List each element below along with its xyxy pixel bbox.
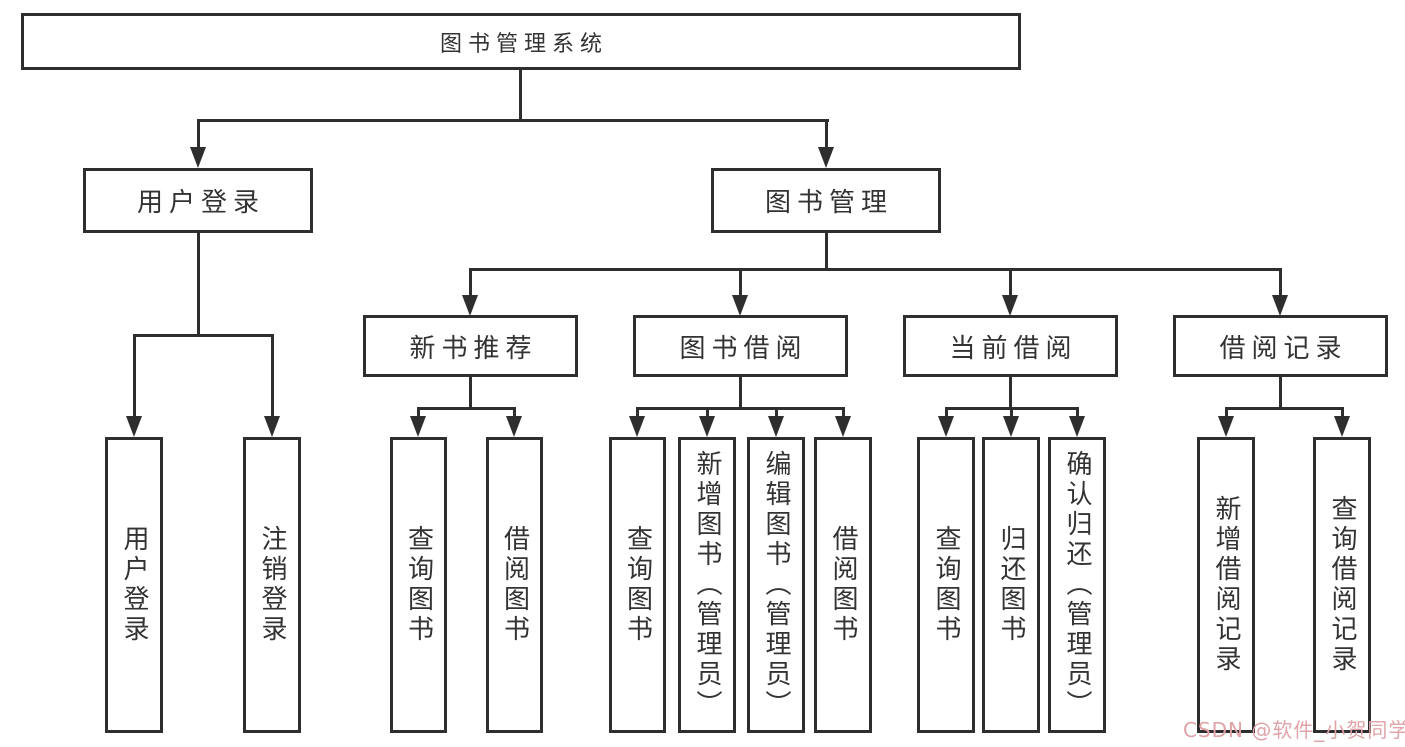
node-user-login: 用户登录 <box>83 168 313 233</box>
node-root-label: 图书管理系统 <box>439 31 608 57</box>
connector-stem <box>739 377 742 409</box>
connector-arm <box>469 268 472 297</box>
node-book-mgmt: 图书管理 <box>711 168 941 233</box>
leaf-logout-label: 注销登录 <box>257 525 287 645</box>
leaf-edit-book-admin-label: 编辑图书（管理员） <box>761 450 791 720</box>
csdn-watermark: CSDN @软件_小贺同学 <box>1183 718 1405 742</box>
connector-stem <box>1279 377 1282 409</box>
connector-arm <box>636 407 639 418</box>
leaf-confirm-return-admin: 确认归还（管理员） <box>1048 437 1106 733</box>
node-new-book-rec: 新书推荐 <box>363 315 578 377</box>
connector-user-bar <box>133 334 274 337</box>
connector-arm <box>197 119 200 150</box>
arrow-head <box>1003 416 1019 437</box>
connector-arm <box>1010 407 1013 418</box>
leaf-user-login-label: 用户登录 <box>119 525 149 645</box>
leaf-query-books-borrow-label: 查询图书 <box>622 525 653 645</box>
node-book-borrow-label: 图书借阅 <box>679 333 808 364</box>
node-book-mgmt-label: 图书管理 <box>764 188 893 218</box>
leaf-return-books: 归还图书 <box>982 437 1040 733</box>
leaf-add-book-admin-label: 新增图书（管理员） <box>692 450 722 720</box>
node-new-book-rec-label: 新书推荐 <box>409 333 538 364</box>
leaf-add-borrow-record: 新增借阅记录 <box>1197 437 1255 733</box>
arrow-head <box>264 416 280 437</box>
connector-bar <box>417 407 516 410</box>
leaf-logout: 注销登录 <box>243 437 301 733</box>
arrow-head <box>126 416 142 437</box>
connector-arm <box>825 119 828 150</box>
arrow-head <box>1002 295 1018 316</box>
node-book-borrow: 图书借阅 <box>633 315 848 377</box>
leaf-borrow-books-rec-label: 借阅图书 <box>499 525 530 645</box>
leaf-confirm-return-admin-label: 确认归还（管理员） <box>1062 450 1092 720</box>
connector-mgmt-bar <box>469 268 1282 271</box>
arrow-head <box>835 416 851 437</box>
arrow-head <box>1334 416 1350 437</box>
connector-arm <box>706 407 709 418</box>
arrow-head <box>818 147 834 168</box>
node-borrow-records: 借阅记录 <box>1173 315 1388 377</box>
leaf-query-books-current: 查询图书 <box>917 437 975 733</box>
connector-root-bar <box>197 119 829 122</box>
connector-arm <box>1225 407 1228 418</box>
connector-arm <box>945 407 948 418</box>
arrow-head <box>1272 295 1288 316</box>
leaf-query-borrow-record: 查询借阅记录 <box>1313 437 1371 733</box>
connector-stem <box>1009 377 1012 409</box>
connector-arm <box>1341 407 1344 418</box>
leaf-query-borrow-record-label: 查询借阅记录 <box>1327 495 1357 675</box>
connector-arm <box>1076 407 1079 418</box>
connector-user-stem <box>197 233 200 337</box>
leaf-borrow-books-label: 借阅图书 <box>828 525 858 645</box>
connector-arm <box>417 407 420 418</box>
arrow-head <box>1069 416 1085 437</box>
leaf-add-book-admin: 新增图书（管理员） <box>678 437 736 733</box>
node-user-login-label: 用户登录 <box>136 188 265 218</box>
node-current-borrow: 当前借阅 <box>903 315 1118 377</box>
arrow-head <box>462 295 478 316</box>
arrow-head <box>190 147 206 168</box>
node-root: 图书管理系统 <box>21 13 1021 70</box>
connector-arm <box>1009 268 1012 297</box>
arrow-head <box>938 416 954 437</box>
connector-root-stem <box>519 69 522 120</box>
arrow-head <box>699 416 715 437</box>
arrow-head <box>629 416 645 437</box>
leaf-borrow-books-rec: 借阅图书 <box>486 437 543 733</box>
leaf-query-books-current-label: 查询图书 <box>931 525 961 645</box>
leaf-user-login: 用户登录 <box>105 437 163 733</box>
leaf-edit-book-admin: 编辑图书（管理员） <box>747 437 805 733</box>
connector-mgmt-stem <box>825 233 828 270</box>
connector-arm <box>513 407 516 418</box>
leaf-query-books-rec-label: 查询图书 <box>403 525 434 645</box>
connector-stem <box>469 377 472 409</box>
connector-arm <box>739 268 742 297</box>
connector-bar <box>636 407 844 410</box>
arrow-head <box>506 416 522 437</box>
arrow-head <box>1218 416 1234 437</box>
node-current-borrow-label: 当前借阅 <box>949 333 1078 364</box>
connector-arm <box>775 407 778 418</box>
leaf-add-borrow-record-label: 新增借阅记录 <box>1211 495 1241 675</box>
arrow-head <box>732 295 748 316</box>
leaf-borrow-books: 借阅图书 <box>814 437 872 733</box>
node-borrow-records-label: 借阅记录 <box>1219 333 1348 364</box>
arrow-head <box>768 416 784 437</box>
leaf-return-books-label: 归还图书 <box>996 525 1026 645</box>
connector-arm <box>133 334 136 418</box>
leaf-query-books-borrow: 查询图书 <box>609 437 666 733</box>
leaf-query-books-rec: 查询图书 <box>390 437 447 733</box>
connector-arm <box>842 407 845 418</box>
connector-bar <box>1225 407 1343 410</box>
connector-arm <box>271 334 274 418</box>
arrow-head <box>410 416 426 437</box>
connector-arm <box>1279 268 1282 297</box>
